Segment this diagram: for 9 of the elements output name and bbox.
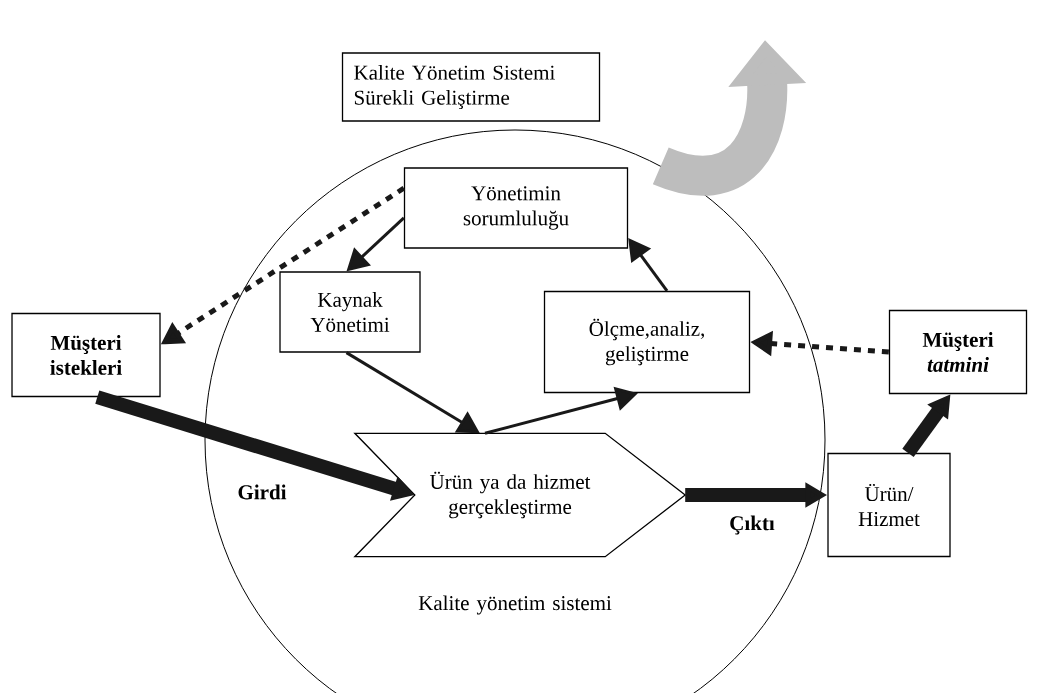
edge-label: Çıktı <box>727 513 777 537</box>
process-box: Yönetimin sorumluluğu <box>403 167 629 249</box>
process-box: Kaynak Yönetimi <box>279 271 421 353</box>
process-box: Kalite Yönetim Sistemi Sürekli Geliştirme <box>341 52 601 122</box>
process-box: Müşteri istekleri <box>11 312 161 398</box>
process-chevron: Ürün ya da hizmet gerçekleştirme <box>353 432 687 558</box>
process-box: Ürün/ Hizmet <box>827 452 951 558</box>
process-box: Ölçme,analiz, geliştirme <box>543 290 751 394</box>
process-box: Müşteri tatmini <box>888 309 1028 395</box>
